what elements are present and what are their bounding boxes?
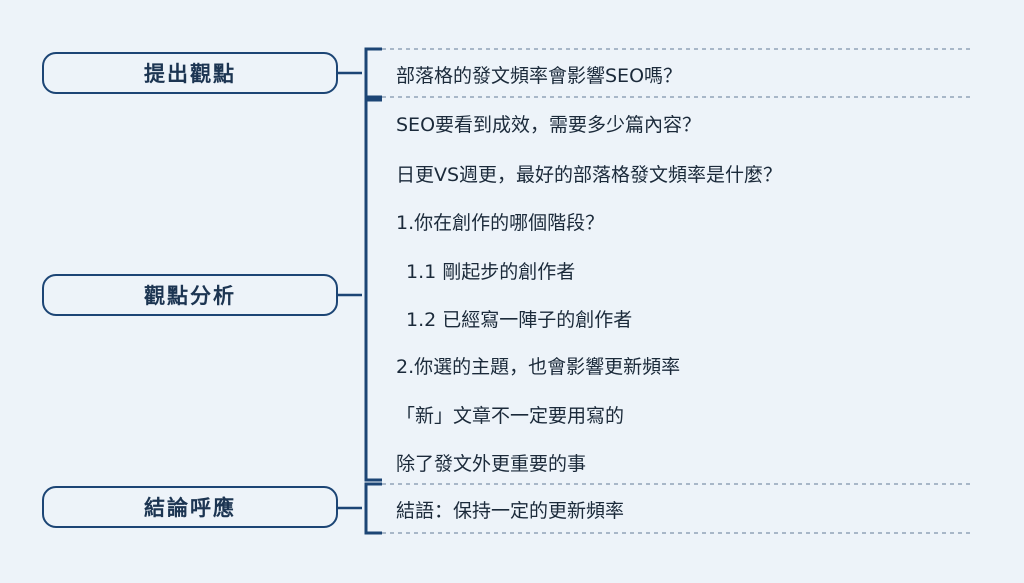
section-3-item-1: 結語：保持一定的更新頻率 xyxy=(396,500,625,522)
section-pill-2: 觀點分析 xyxy=(42,274,338,316)
section-2-item-5: 1.2 已經寫一陣子的創作者 xyxy=(406,309,633,331)
section-2-item-2: 日更VS週更，最好的部落格發文頻率是什麼？ xyxy=(396,164,783,186)
section-2-item-1: SEO要看到成效，需要多少篇內容？ xyxy=(396,114,702,136)
section-2-item-4: 1.1 剛起步的創作者 xyxy=(406,261,576,283)
section-2-item-7: 「新」文章不一定要用寫的 xyxy=(396,405,625,427)
section-1-item-1: 部落格的發文頻率會影響SEO嗎？ xyxy=(396,65,683,87)
section-2-item-6: 2.你選的主題，也會影響更新頻率 xyxy=(396,356,681,378)
section-pill-3: 結論呼應 xyxy=(42,486,338,528)
section-2-item-3: 1.你在創作的哪個階段？ xyxy=(396,212,605,234)
section-pill-1: 提出觀點 xyxy=(42,52,338,94)
section-2-item-8: 除了發文外更重要的事 xyxy=(396,453,587,475)
